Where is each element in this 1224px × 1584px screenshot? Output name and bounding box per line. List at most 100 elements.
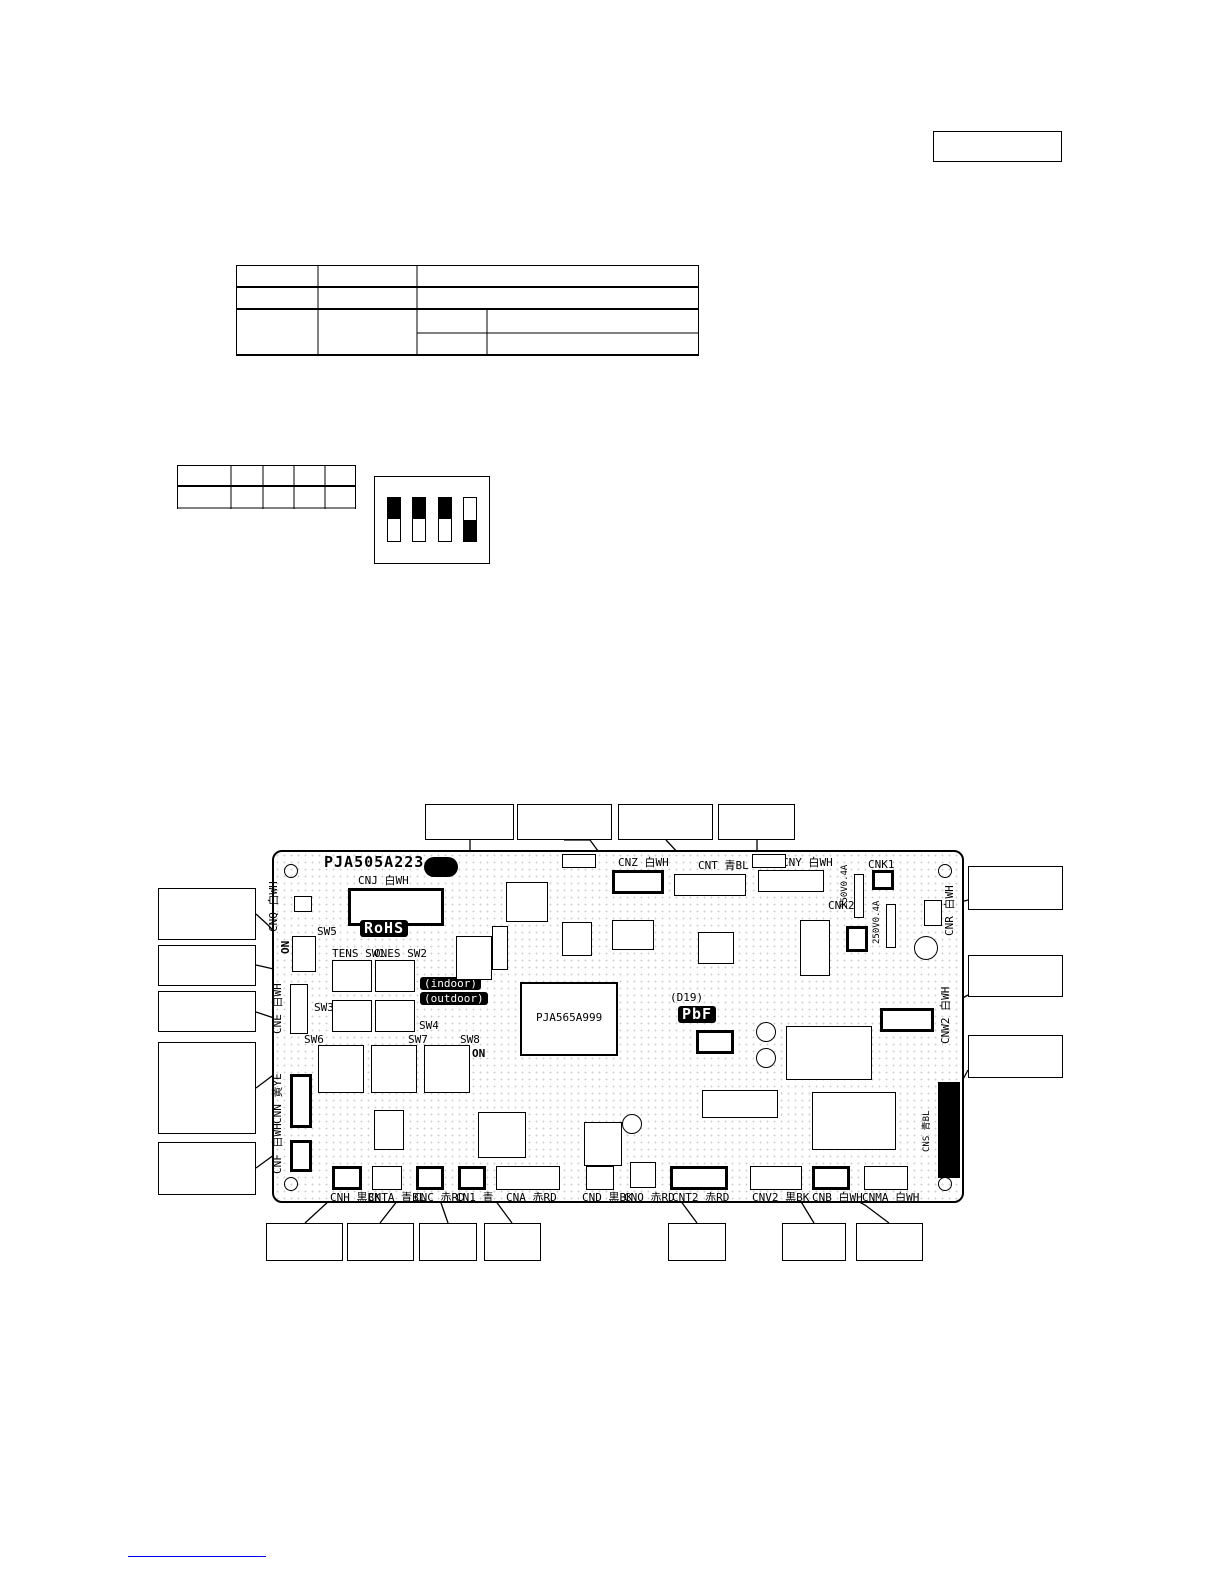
ic-7: [702, 1090, 778, 1118]
spec-table: [236, 265, 699, 356]
sw6-dip-switch: [318, 1045, 364, 1093]
cna-label: CNA 赤RD: [506, 1191, 557, 1204]
callout-box-cnv2: [782, 1223, 846, 1261]
ic-2: [456, 936, 492, 980]
pcb-board: PJA505A223 CNJ 白WH RoHS SW5 CNQ 白WH ON T…: [267, 850, 964, 1204]
callout-box-cno: [668, 1223, 726, 1261]
callout-box-cnq: [158, 888, 256, 940]
spec-table-grid: [236, 265, 699, 356]
cnv2-connector: [750, 1166, 802, 1190]
cnr-connector: [924, 900, 942, 926]
footer-rule: [128, 1556, 266, 1557]
cnw2-connector: [880, 1008, 934, 1032]
outdoor-label: (outdoor): [420, 992, 488, 1005]
sw7-label: SW7: [408, 1033, 428, 1046]
cnw2-label: CNW2 白WH: [939, 986, 952, 1044]
callout-box-cnz: [517, 804, 612, 840]
mounting-hole-bl: [284, 1177, 298, 1191]
cnb-connector: [812, 1166, 850, 1190]
cnj-label: CNJ 白WH: [358, 874, 409, 887]
ic-8: [584, 1122, 622, 1166]
cnc-connector: [416, 1166, 444, 1190]
fuse-f1: [854, 874, 864, 918]
cns-board-connector: [696, 1030, 734, 1054]
ic-3: [562, 922, 592, 956]
fuse-2-rating: 250V0.4A: [872, 900, 882, 944]
fuse-f2: [886, 904, 896, 948]
sw3-rotary-switch: [332, 1000, 372, 1032]
sw7-dip-switch: [371, 1045, 417, 1093]
cnr-label: CNR 白WH: [943, 885, 956, 936]
setting-table: [177, 465, 356, 509]
on-label-right: ON: [472, 1047, 486, 1060]
cna-connector: [496, 1166, 560, 1190]
cnv2-label: CNV2 黒BK: [752, 1191, 810, 1204]
page-label-box: [933, 131, 1062, 162]
cne-connector: [290, 984, 308, 1034]
callout-box-cnb: [856, 1223, 923, 1261]
dip-switch-1: [387, 497, 401, 542]
cnk2-connector: [846, 926, 868, 952]
cnk2-label: CNK2: [828, 899, 855, 912]
capacitor-c2: [756, 1022, 776, 1042]
cnn-label: CNN 黄YE: [271, 1073, 284, 1124]
cno-label: CNO 赤RD: [624, 1191, 675, 1204]
cnt2-connector: [670, 1166, 728, 1190]
cnh-connector: [332, 1166, 362, 1190]
cnta-label: CNTA 青BL: [368, 1191, 426, 1204]
sw4-label: SW4: [419, 1019, 439, 1032]
sw4-rotary-switch: [375, 1000, 415, 1032]
cnn-connector: [290, 1074, 312, 1128]
callout-box-cnj: [425, 804, 514, 840]
cnk1-label: CNK1: [868, 858, 895, 871]
cnd-note: (D19): [670, 991, 704, 1004]
cns-label: CNS 青BL: [922, 1110, 932, 1152]
resistor-array-3: [752, 854, 786, 868]
callout-box-cns: [968, 1035, 1063, 1078]
pbf-mark: PbF: [678, 1006, 717, 1023]
callout-box-cnf: [158, 1142, 256, 1195]
sw5-label: SW5: [317, 925, 337, 938]
sw3-label: SW3: [314, 1001, 334, 1014]
sw2-label: ONES SW2: [374, 947, 427, 960]
cnf-label: CNF 白WH: [271, 1123, 284, 1174]
capacitor-c4: [622, 1114, 642, 1134]
main-ic: [520, 982, 618, 1056]
ic-4: [612, 920, 654, 950]
cnj-connector: [348, 888, 444, 926]
cnt2-label: CNT2 赤RD: [672, 1191, 730, 1204]
capacitor-c1: [914, 936, 938, 960]
cnh-label: CNH 黒BK: [330, 1191, 381, 1204]
callout-box-cnc: [419, 1223, 477, 1261]
mounting-hole-br: [938, 1177, 952, 1191]
dip-switch-4: [463, 497, 477, 542]
cno-connector: [630, 1162, 656, 1188]
indoor-label: (indoor): [420, 977, 481, 990]
coil-l1: [812, 1092, 896, 1150]
fuse-1-rating: 250V0.4A: [840, 864, 850, 908]
callout-box-sw1: [158, 945, 256, 986]
part-number-mark: [424, 857, 458, 877]
cnt-connector: [674, 874, 746, 896]
callout-box-cn1: [484, 1223, 541, 1261]
resistor-array-2: [562, 854, 596, 868]
callout-box-cnt: [618, 804, 713, 840]
sw8-dip-switch: [424, 1045, 470, 1093]
setting-table-grid: [177, 465, 356, 509]
cnma-connector: [864, 1166, 908, 1190]
on-label-left: ON: [279, 940, 292, 954]
diode-array: [800, 920, 830, 976]
cny-label: CNY 白WH: [782, 856, 833, 869]
cnc-label: CNC 赤RD: [414, 1191, 465, 1204]
mounting-hole-tr: [938, 864, 952, 878]
callout-box-cnn: [158, 1042, 256, 1134]
sw6-label: SW6: [304, 1033, 324, 1046]
callout-box-cne: [158, 991, 256, 1032]
sw5-switch: [292, 936, 316, 972]
cnk1-connector: [872, 870, 894, 890]
ic-1: [506, 882, 548, 922]
dip-switch-2: [412, 497, 426, 542]
cnq-label: CNQ 白WH: [267, 881, 280, 932]
mounting-hole-tl: [284, 864, 298, 878]
